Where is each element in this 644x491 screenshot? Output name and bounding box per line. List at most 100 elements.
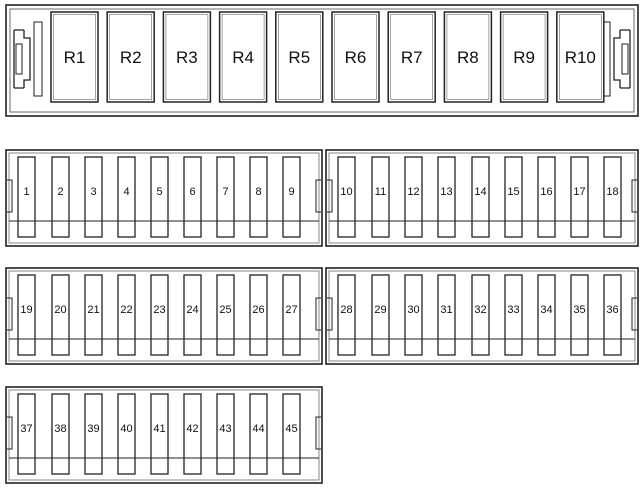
fuse-19: 19 — [17, 274, 36, 356]
fuse-outline — [504, 274, 523, 356]
fuse-outline — [17, 274, 36, 356]
fuse-17: 17 — [570, 156, 589, 238]
fuse-label: 11 — [375, 186, 386, 198]
fuse-label: 3 — [90, 186, 96, 198]
fuse-outline — [150, 156, 169, 238]
fuse-block-right-clip — [315, 297, 321, 331]
fuse-outline — [282, 274, 301, 356]
fuse-label: 8 — [255, 186, 261, 198]
relay-inner-outline — [334, 14, 377, 100]
relay-outline — [556, 11, 605, 103]
fuse-outline — [603, 156, 622, 238]
relay-outline — [443, 11, 493, 103]
fuse-26: 26 — [249, 274, 268, 356]
fuse-30: 30 — [404, 274, 423, 356]
fuse-outline — [337, 156, 356, 238]
fuse-label: 38 — [54, 423, 66, 435]
fuse-5: 5 — [150, 156, 169, 238]
fuse-label: 44 — [252, 423, 264, 435]
fuse-outline — [537, 156, 556, 238]
fuse-label: 22 — [120, 304, 132, 316]
fuse-outline — [371, 274, 390, 356]
fuse-10: 10 — [337, 156, 356, 238]
fuse-label: 10 — [340, 186, 352, 198]
fuse-label: 36 — [606, 304, 618, 316]
fuse-label: 33 — [507, 304, 519, 316]
fuse-label: 26 — [252, 304, 264, 316]
fuse-label: 4 — [123, 186, 129, 198]
fuse-label: 35 — [573, 304, 585, 316]
fuse-outline — [84, 274, 103, 356]
fuse-45: 45 — [282, 393, 301, 475]
relay-inner-outline — [53, 14, 96, 100]
relay-r2: R2 — [106, 11, 155, 103]
relay-label: R9 — [513, 48, 535, 67]
relay-r10: R10 — [556, 11, 605, 103]
fuse-outline — [17, 393, 36, 475]
fuse-outline — [51, 156, 70, 238]
fuse-label: 41 — [153, 423, 165, 435]
fuse-label: 9 — [288, 186, 294, 198]
relay-inner-outline — [277, 14, 321, 100]
fuse-outline — [471, 156, 490, 238]
fuse-23: 23 — [150, 274, 169, 356]
fuse-outline — [17, 156, 36, 238]
fuse-outline — [51, 393, 70, 475]
fuse-36: 36 — [603, 274, 622, 356]
fuse-outline — [404, 156, 423, 238]
fuse-label: 29 — [374, 304, 386, 316]
relay-outline — [275, 11, 324, 103]
fuse-34: 34 — [537, 274, 556, 356]
fuse-outline — [337, 274, 356, 356]
fuse-block-left-clip — [327, 297, 333, 331]
fuse-outline — [183, 393, 202, 475]
relay-label: R7 — [401, 48, 423, 67]
relay-outline — [162, 11, 212, 103]
fuse-33: 33 — [504, 274, 523, 356]
fuse-outline — [216, 393, 235, 475]
fuse-label: 31 — [440, 304, 452, 316]
relay-r1: R1 — [50, 11, 99, 103]
fuse-label: 15 — [507, 186, 519, 198]
fuse-9: 9 — [282, 156, 301, 238]
relay-r8: R8 — [443, 11, 493, 103]
fuse-37: 37 — [17, 393, 36, 475]
fuse-label: 40 — [120, 423, 132, 435]
fuse-outline — [51, 274, 70, 356]
fuse-outline — [84, 393, 103, 475]
fuse-outline — [150, 274, 169, 356]
fuse-outline — [282, 156, 301, 238]
fuse-35: 35 — [570, 274, 589, 356]
fuse-block-inner-frame — [8, 270, 320, 362]
fuse-outline — [183, 274, 202, 356]
fuse-label: 21 — [87, 304, 99, 316]
fuse-20: 20 — [51, 274, 70, 356]
relay-outline — [331, 11, 380, 103]
fuse-label: 7 — [222, 186, 228, 198]
relay-outline — [387, 11, 436, 103]
fuse-label: 6 — [189, 186, 195, 198]
fuse-outline — [603, 274, 622, 356]
relay-outline — [218, 11, 268, 103]
fuse-43: 43 — [216, 393, 235, 475]
relay-outline — [106, 11, 155, 103]
fuse-outline — [183, 156, 202, 238]
fuse-outline — [249, 274, 268, 356]
fuse-label: 14 — [474, 186, 486, 198]
fuse-label: 43 — [219, 423, 231, 435]
fuse-3: 3 — [84, 156, 103, 238]
fuse-24: 24 — [183, 274, 202, 356]
relay-inner-outline — [446, 14, 490, 100]
fuse-outline — [371, 156, 390, 238]
fuse-block-inner-frame — [328, 270, 636, 362]
fuse-outline — [537, 274, 556, 356]
fuse-11: 11 — [371, 156, 390, 238]
fuse-block-right-clip — [631, 297, 637, 331]
relay-r4: R4 — [218, 11, 268, 103]
fuse-label: 23 — [153, 304, 165, 316]
fuse-22: 22 — [117, 274, 136, 356]
fuse-label: 12 — [407, 186, 419, 198]
